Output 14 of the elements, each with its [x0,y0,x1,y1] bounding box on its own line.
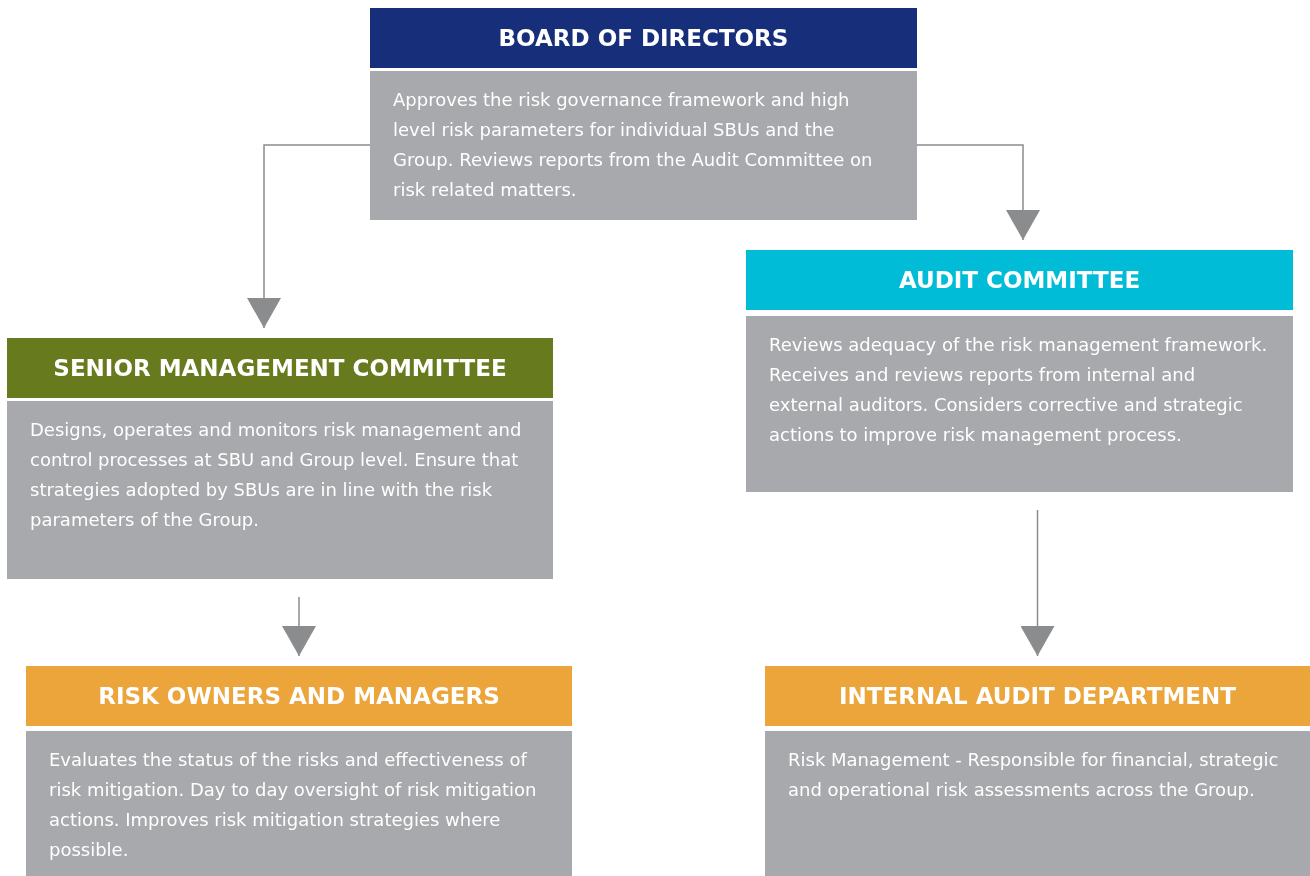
description-panel: Approves the risk governance framework and high level risk parameters for individual SBUs and the Group. Reviews reports from the Audit Committee on risk related matters. [370,71,917,220]
arrow [916,144,1040,241]
arrow [282,596,316,657]
description-panel: Reviews adequacy of the risk management framework. Receives and reviews reports from internal and external auditors. Considers corrective and strategic actions to improve risk management process. [746,316,1293,492]
title-bar: INTERNAL AUDIT DEPARTMENT [765,666,1310,726]
description-panel: Evaluates the status of the risks and effectiveness of risk mitigation. Day to day oversight of risk mitigation actions. Improves risk mitigation strategies where possible. [26,731,572,876]
description-panel: Designs, operates and monitors risk management and control processes at SBU and Group level. Ensure that strategies adopted by SBUs are in line with the risk parameters of the Group. [7,401,553,579]
title-bar: RISK OWNERS AND MANAGERS [26,666,572,726]
title-bar: SENIOR MANAGEMENT COMMITTEE [7,338,553,398]
arrow [247,144,371,329]
description-panel: Risk Management - Responsible for financial, strategic and operational risk assessments across the Group. [765,731,1310,876]
arrow [1020,509,1055,657]
title-bar: BOARD OF DIRECTORS [370,8,917,68]
title-bar: AUDIT COMMITTEE [746,250,1293,310]
